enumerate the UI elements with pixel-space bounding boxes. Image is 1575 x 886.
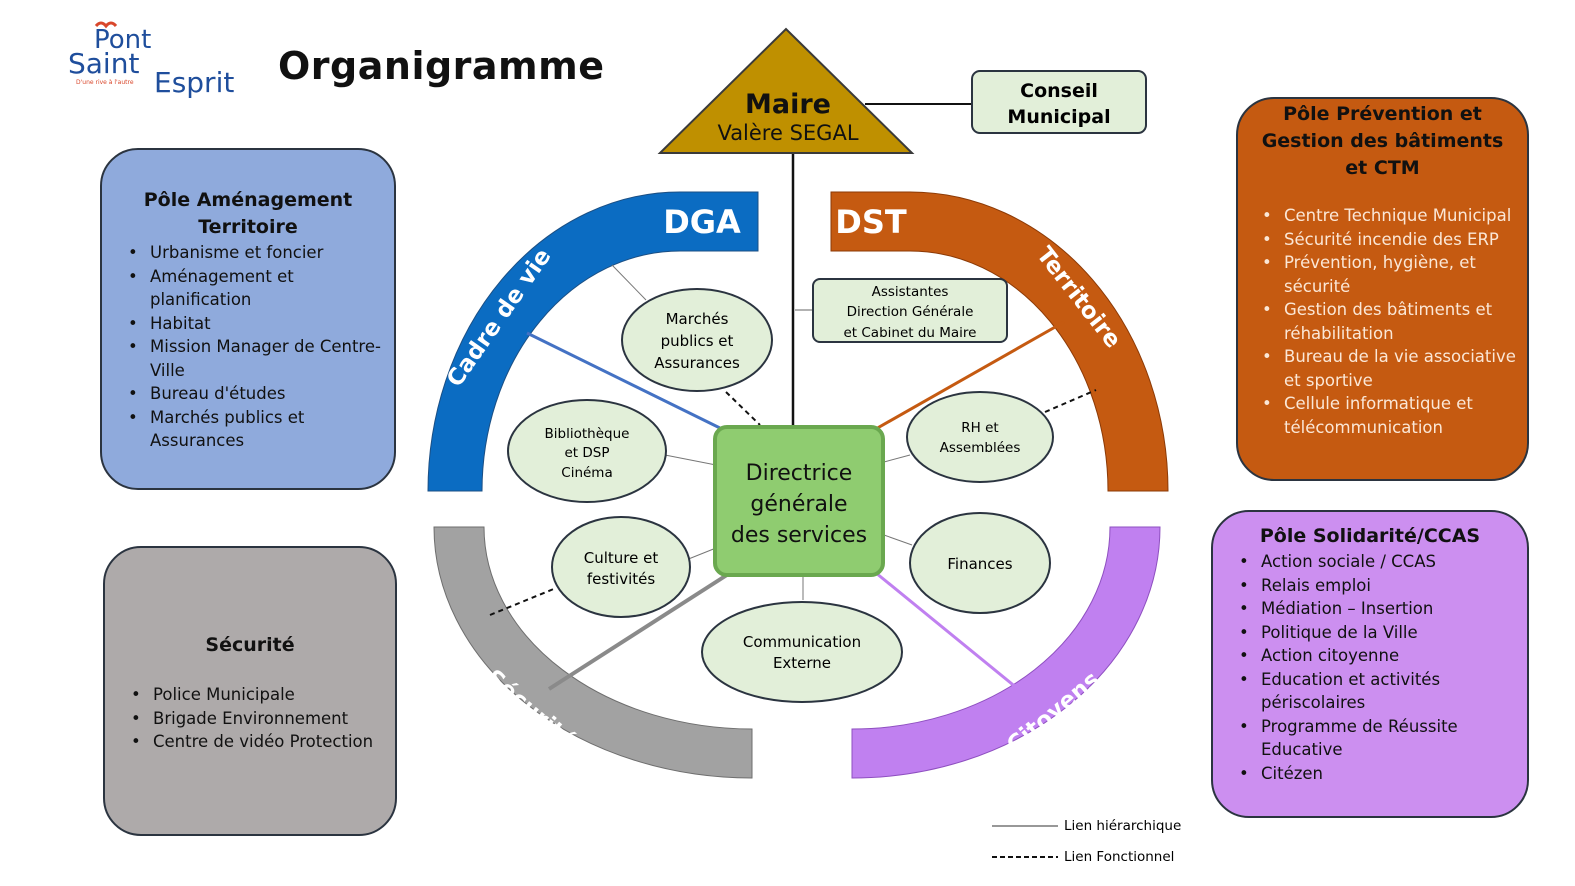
dga-arc	[427, 191, 759, 492]
service-culture	[551, 516, 691, 618]
list-item: Citézen	[1239, 762, 1527, 786]
pole-prevention-title1: Pôle Prévention et	[1283, 103, 1482, 125]
list-item: Sécurité incendie des ERP	[1262, 228, 1527, 252]
maire-title: Maire	[745, 89, 831, 120]
svg-text:festivités: festivités	[587, 570, 656, 588]
assistantes-box	[812, 278, 1008, 343]
directrice-line2: générale	[750, 492, 847, 517]
pont-saint-esprit-logo: Pont Saint Esprit D'une rive à l'autre	[66, 18, 246, 100]
list-item: Education et activités périscolaires	[1239, 668, 1527, 715]
pole-prevention-box: Pôle Prévention et Gestion des bâtiments…	[1236, 97, 1529, 481]
list-item: Brigade Environnement	[131, 707, 395, 731]
svg-text:Finances: Finances	[947, 555, 1012, 573]
service-marches	[621, 288, 773, 392]
list-item: Action sociale / CCAS	[1239, 550, 1527, 574]
pole-amenagement-title1: Pôle Aménagement	[143, 189, 353, 211]
rh-functional-link	[1044, 389, 1097, 413]
list-item: Centre Technique Municipal	[1262, 204, 1527, 228]
svg-text:Externe: Externe	[773, 654, 831, 672]
service-bibliotheque	[507, 399, 667, 503]
directrice-box	[713, 425, 885, 577]
list-item: Programme de Réussite Educative	[1239, 715, 1527, 762]
territoire-link	[873, 320, 1065, 432]
list-item: Bureau de la vie associative et sportive	[1262, 345, 1527, 392]
list-item: Prévention, hygiène, et sécurité	[1262, 251, 1527, 298]
svg-text:Marchés: Marchés	[666, 310, 729, 328]
list-item: Bureau d'études	[128, 382, 394, 406]
svg-text:Culture et: Culture et	[584, 549, 659, 567]
service-rh	[906, 391, 1054, 483]
maire-triangle	[657, 27, 915, 154]
list-item: Médiation – Insertion	[1239, 597, 1527, 621]
svg-text:et DSP: et DSP	[565, 445, 610, 461]
pole-prevention-title2: Gestion des bâtiments	[1261, 130, 1504, 152]
pole-solidarite-box: Pôle Solidarité/CCAS Action sociale / CC…	[1211, 510, 1529, 818]
pole-amenagement-box: Pôle Aménagement Territoire Urbanisme et…	[100, 148, 396, 490]
service-finances	[909, 512, 1051, 614]
logo-saint: Saint	[68, 47, 139, 80]
directrice-line1: Directrice	[746, 461, 853, 486]
pole-solidarite-title: Pôle Solidarité/CCAS	[1259, 525, 1481, 547]
logo-pont: Pont	[94, 25, 151, 55]
pole-amenagement-title2: Territoire	[198, 216, 298, 238]
list-item: Urbanisme et foncier	[128, 241, 394, 265]
assistantes-line1: Assistantes	[872, 284, 949, 300]
svg-text:Communication: Communication	[743, 633, 861, 651]
conseil-municipal-box	[971, 70, 1147, 134]
list-item: Mission Manager de Centre-Ville	[128, 335, 394, 382]
list-item: Habitat	[128, 312, 394, 336]
maire-name: Valère SEGAL	[717, 121, 858, 145]
list-item: Relais emploi	[1239, 574, 1527, 598]
svg-text:Bibliothèque: Bibliothèque	[545, 426, 630, 442]
legend-hierarchique: Lien hiérarchique	[1064, 818, 1181, 834]
dst-label: DST	[835, 203, 907, 241]
logo-esprit: Esprit	[154, 66, 234, 99]
securite-link	[547, 571, 732, 691]
list-item: Gestion des bâtiments et réhabilitation	[1262, 298, 1527, 345]
svg-text:Assurances: Assurances	[654, 354, 740, 372]
svg-text:publics et: publics et	[661, 332, 734, 350]
service-communication	[701, 601, 903, 703]
svg-text:Cinéma: Cinéma	[561, 465, 612, 481]
page-title: Organigramme	[278, 44, 605, 88]
svg-text:RH et: RH et	[961, 420, 998, 436]
culture-functional-link	[489, 587, 557, 616]
list-item: Action citoyenne	[1239, 644, 1527, 668]
citoyens-arc	[851, 526, 1161, 779]
assistantes-line2: Direction Générale	[847, 304, 974, 320]
dga-label: DGA	[663, 203, 741, 241]
list-item: Centre de vidéo Protection	[131, 730, 395, 754]
list-item: Cellule informatique et télécommunicatio…	[1262, 392, 1527, 439]
list-item: Marchés publics et Assurances	[128, 406, 394, 453]
list-item: Aménagement et planification	[128, 265, 394, 312]
cadre-de-vie-link	[526, 331, 725, 432]
marches-functional-link	[725, 391, 761, 426]
pole-securite-box: Sécurité Police Municipale Brigade Envir…	[103, 546, 397, 836]
securite-arc	[433, 526, 753, 779]
pole-securite-title: Sécurité	[205, 634, 295, 656]
list-item: Politique de la Ville	[1239, 621, 1527, 645]
assistantes-line3: et Cabinet du Maire	[843, 325, 976, 341]
conseil-line2: Municipal	[1007, 106, 1110, 128]
legend-fonctionnel: Lien Fonctionnel	[1064, 849, 1174, 865]
svg-text:Assemblées: Assemblées	[940, 440, 1021, 456]
logo-tagline: D'une rive à l'autre	[76, 79, 134, 86]
directrice-line3: des services	[731, 523, 867, 548]
list-item: Police Municipale	[131, 683, 395, 707]
conseil-line1: Conseil	[1020, 80, 1098, 102]
citoyens-link	[875, 571, 1029, 699]
dst-arc	[830, 191, 1169, 492]
pole-prevention-title3: et CTM	[1345, 157, 1420, 179]
